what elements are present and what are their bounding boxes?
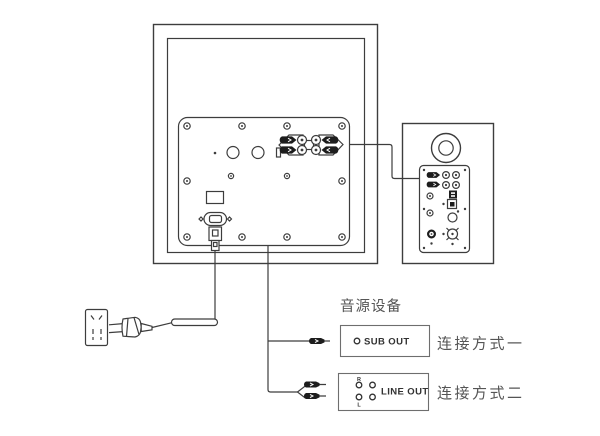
- line-out-box: R L LINE OUT: [337, 372, 430, 412]
- volume-knob: [226, 145, 240, 160]
- label-cutout: [205, 190, 225, 205]
- wall-outlet: [84, 308, 109, 347]
- bass-port: [430, 132, 462, 164]
- channel-right-label: R: [357, 377, 361, 383]
- volume-control-knob: [442, 227, 459, 246]
- channel-left-label: L: [357, 403, 361, 409]
- power-cable: [151, 250, 219, 329]
- sub-out-jack-icon: [353, 337, 361, 345]
- aux-jack-2: [426, 209, 434, 217]
- cable-subwoofer-to-speaker: [343, 143, 429, 185]
- input-selector: [447, 212, 458, 223]
- connection-method-2-label: 连接方式二: [437, 385, 525, 402]
- optical-input: [449, 190, 457, 199]
- audio-source-label: 音源设备: [340, 298, 402, 315]
- power-jack: [427, 229, 437, 245]
- line-out-y-cable-plugs: [304, 381, 326, 399]
- power-inlet: [208, 226, 223, 252]
- sub-out-label: SUB OUT: [364, 337, 410, 348]
- sub-out-cable-plug: [309, 338, 330, 344]
- sub-out-box: SUB OUT: [339, 324, 431, 358]
- coaxial-input: [442, 198, 458, 210]
- aux-jack-1: [426, 192, 434, 200]
- bass-knob: [251, 145, 265, 160]
- line-out-label: LINE OUT: [381, 387, 429, 398]
- connection-method-1-label: 连接方式一: [437, 336, 525, 353]
- led-indicator: [213, 151, 217, 155]
- speaker-panel-screws: [422, 168, 467, 250]
- vga-connector: [198, 211, 233, 227]
- subwoofer-rear-view: [152, 23, 379, 265]
- subwoofer-rca-jacks: [278, 134, 344, 156]
- satellite-speaker-rear-view: [401, 122, 495, 265]
- ac-power-plug: [108, 316, 153, 338]
